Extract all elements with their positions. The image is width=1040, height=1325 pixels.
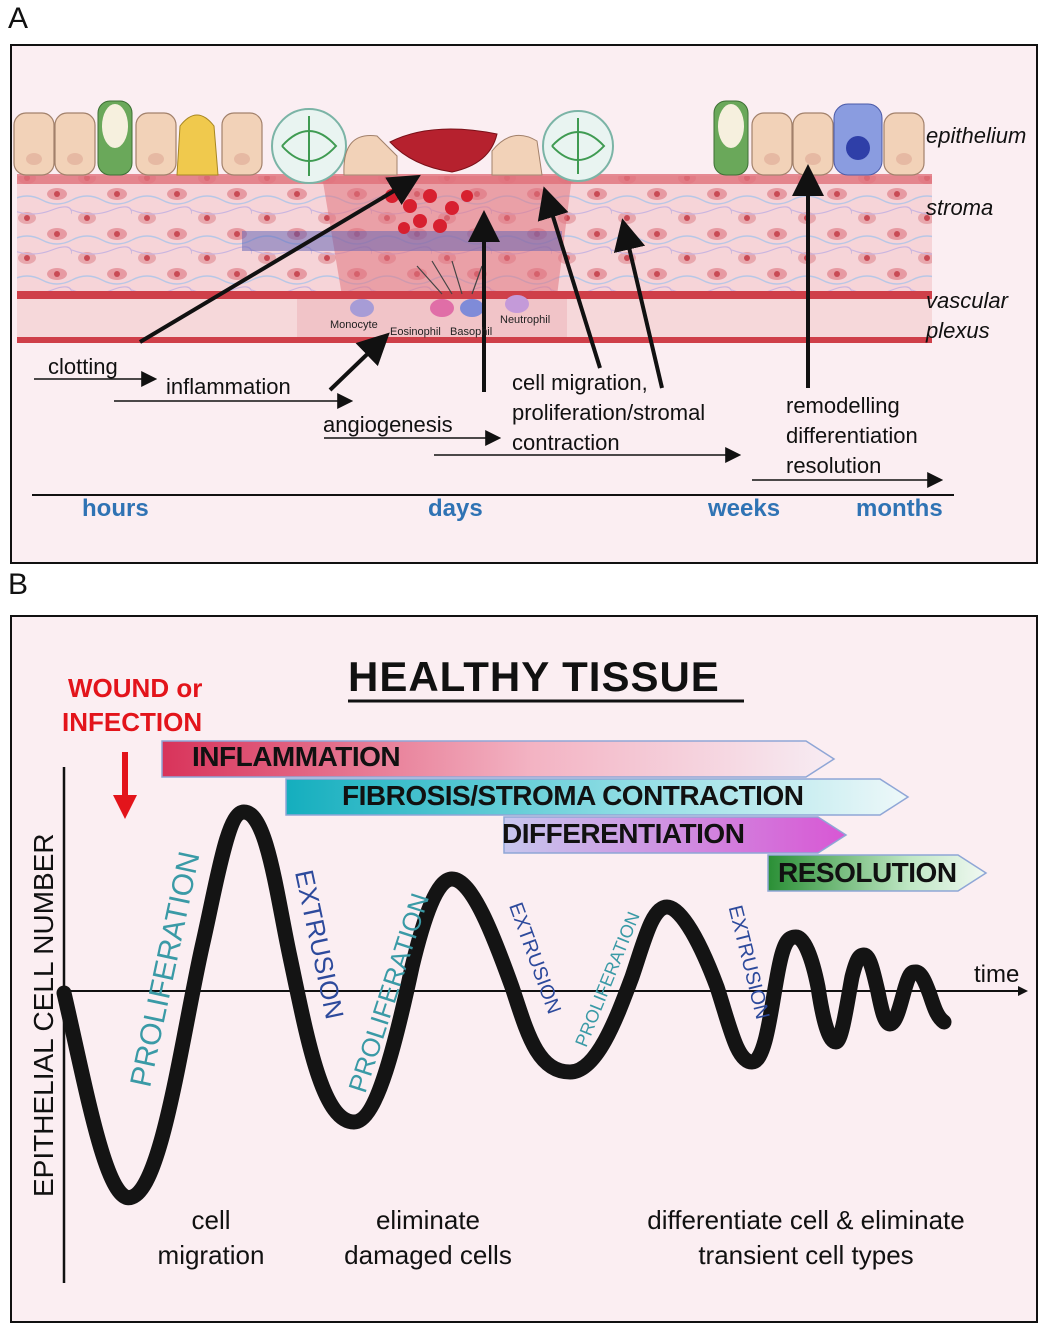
stage-3-label-line2: transient cell types (604, 1237, 1008, 1273)
phase-resolution-label: RESOLUTION (778, 857, 957, 889)
panel-a-letter: A (8, 2, 28, 36)
plexus-label: plexus (926, 318, 990, 344)
migration-label-line1: cell migration, (512, 368, 648, 398)
eosinophil-label: Eosinophil (390, 326, 441, 338)
remodelling-label: remodelling (786, 391, 900, 421)
timescale-weeks: weeks (708, 495, 780, 523)
differentiation-label: differentiation (786, 421, 918, 451)
stage-2-label-line2: damaged cells (318, 1237, 538, 1273)
epithelium-label: epithelium (926, 123, 1026, 149)
inflammation-label: inflammation (166, 372, 291, 402)
phase-fibrosis-label: FIBROSIS/STROMA CONTRACTION (342, 780, 803, 812)
vessel-wall-top (17, 291, 932, 299)
tissue-illustration (12, 46, 1036, 562)
trigger-arrow (113, 752, 137, 819)
fibrin-mesh (242, 231, 562, 251)
panel-b-cell-number-dynamics: HEALTHY TISSUE WOUND or INFECTION INFLAM… (10, 615, 1038, 1323)
migration-label-line2: proliferation/stromal (512, 398, 705, 428)
basophil-label: Basophil (450, 326, 492, 338)
trigger-label-line2: INFECTION (62, 707, 202, 738)
panel-b-letter: B (8, 568, 28, 602)
stage-1-label-line2: migration (136, 1237, 286, 1273)
monocyte-label: Monocyte (330, 319, 378, 331)
chart-title: HEALTHY TISSUE (348, 653, 720, 701)
timescale-hours: hours (82, 495, 149, 523)
timescale-days: days (428, 495, 483, 523)
stage-3-label-line1: differentiate cell & eliminate (604, 1202, 1008, 1238)
blood-clot (390, 129, 497, 172)
migration-label-line3: contraction (512, 428, 620, 458)
x-axis-label: time (974, 961, 1019, 989)
epithelium-layer (14, 101, 924, 183)
trigger-label-line1: WOUND or (68, 673, 202, 704)
clotting-label: clotting (48, 352, 118, 382)
phase-differentiation-label: DIFFERENTIATION (502, 818, 744, 850)
stage-2-label-line1: eliminate (318, 1202, 538, 1238)
panel-a-wound-healing-timeline: epithelium stroma vascular plexus Monocy… (10, 44, 1038, 564)
stage-1-label-line1: cell (136, 1202, 286, 1238)
resolution-label: resolution (786, 451, 881, 481)
neutrophil-label: Neutrophil (500, 314, 550, 326)
y-axis-label: EPITHELIAL CELL NUMBER (28, 837, 60, 1197)
vascular-label: vascular (926, 288, 1008, 314)
phase-inflammation-label: INFLAMMATION (192, 741, 400, 773)
angiogenesis-label: angiogenesis (323, 410, 453, 440)
timescale-months: months (856, 495, 943, 523)
stroma-label: stroma (926, 195, 993, 221)
